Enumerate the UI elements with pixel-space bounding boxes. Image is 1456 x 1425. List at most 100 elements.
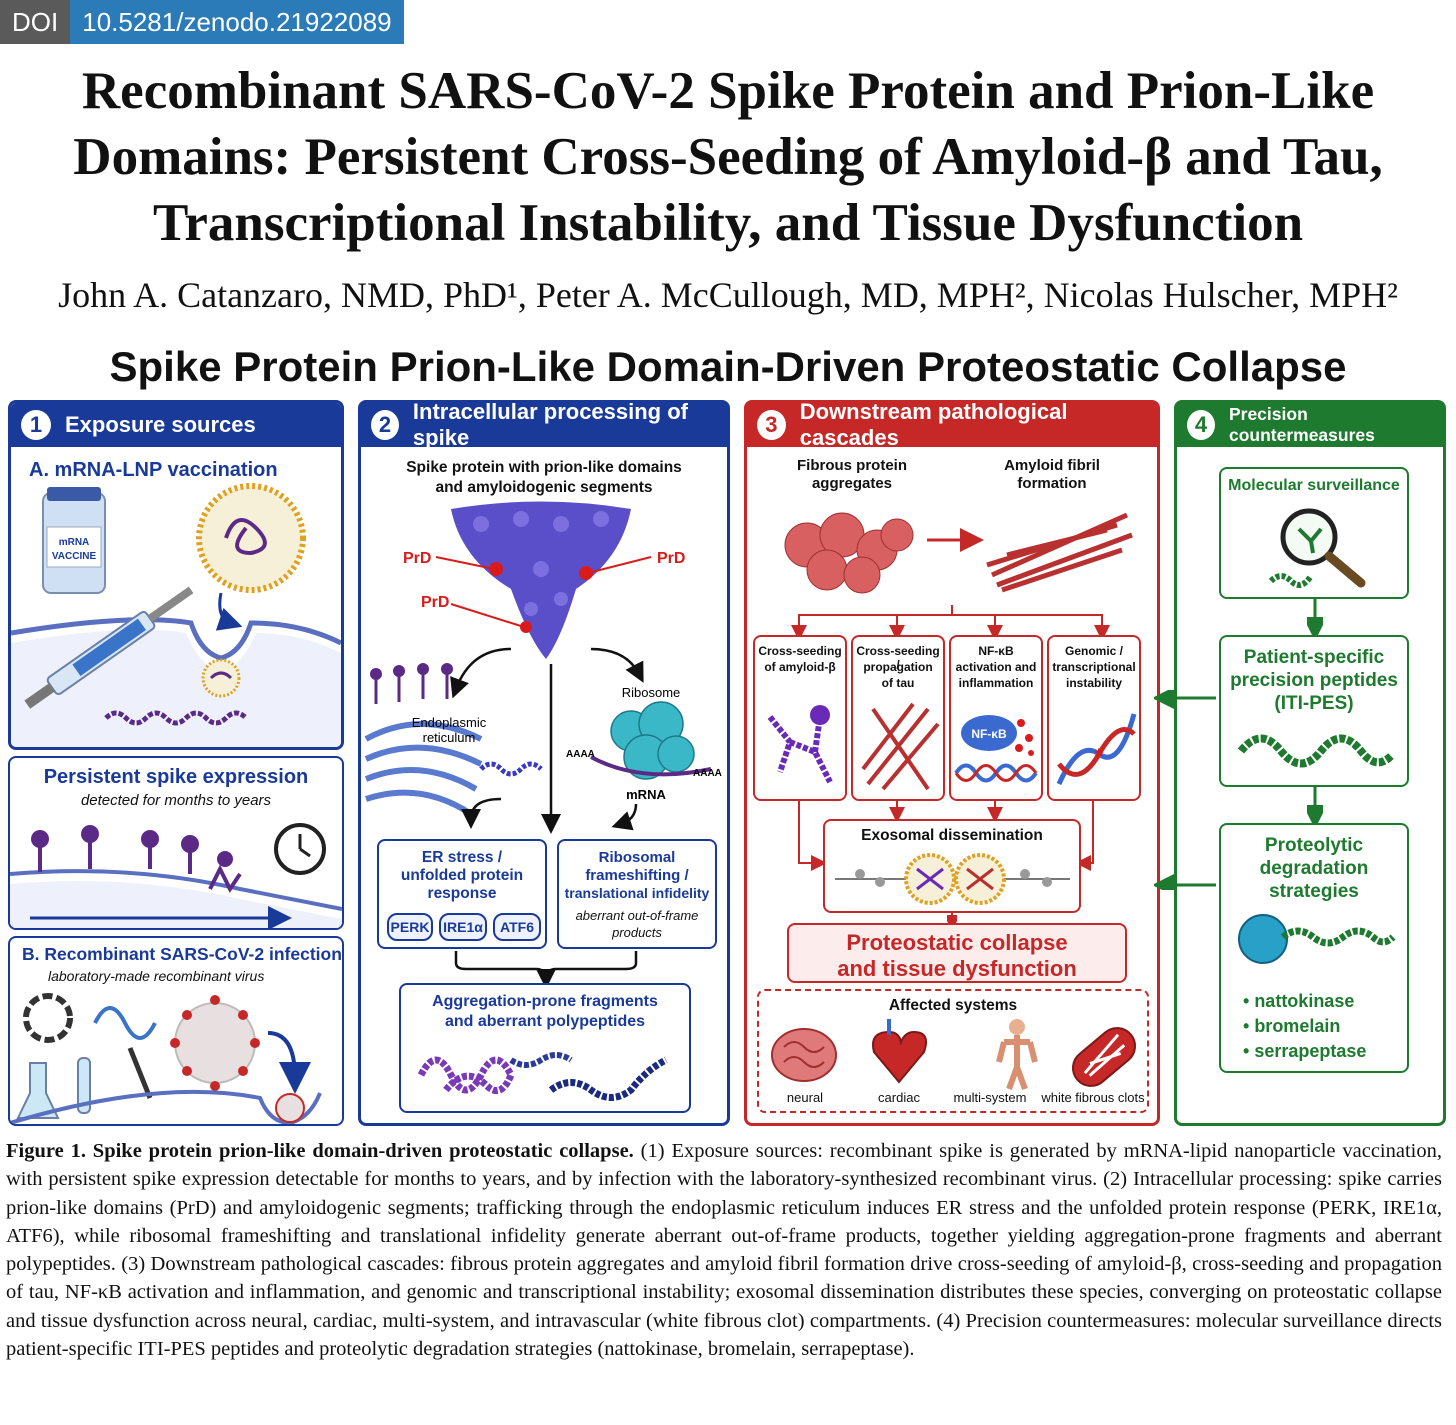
cascade-line: NF-κB — [978, 644, 1014, 658]
figure-caption: Figure 1. Spike protein prion-like domai… — [6, 1137, 1442, 1363]
paper-title-line: Transcriptional Instability, and Tissue … — [152, 194, 1304, 252]
merge-arrows — [454, 951, 638, 985]
amyloid-crossseed-illustration — [767, 705, 833, 784]
box-cross-seeding-tau: Cross-seeding / propagation of tau — [851, 635, 945, 801]
arrow-down — [947, 913, 957, 925]
cascade-line: instability — [1065, 676, 1122, 690]
panel-number: 3 — [757, 410, 786, 440]
cascade-line: of tau — [881, 676, 915, 690]
proteolytic-line: degradation — [1259, 858, 1369, 879]
nfkb-illustration: NF-κB — [954, 715, 1038, 783]
converge-arrows — [798, 801, 1094, 871]
cascade-line: of amyloid-β — [764, 660, 836, 674]
pill-perk: PERK — [387, 913, 433, 941]
recombinant-virus-illustration — [10, 993, 322, 1124]
cascade-line: Cross-seeding — [758, 644, 842, 658]
box-nfkb-inflammation: NF-κB activation and inflammation NF-κB — [949, 635, 1043, 801]
proteolytic-line: strategies — [1269, 881, 1359, 902]
system-label: cardiac — [878, 1090, 920, 1105]
panel-exposure-sources: 1 Exposure sources A. mRNA-LNP vaccinati… — [8, 400, 344, 1126]
system-label: white fibrous clots — [1041, 1090, 1145, 1105]
magnifier-icon — [1268, 508, 1366, 588]
panel-number: 1 — [21, 410, 51, 440]
mrna-label: mRNA — [626, 787, 666, 802]
vial-label: VACCINE — [52, 551, 97, 562]
box-exosomal-dissemination: Exosomal dissemination — [823, 819, 1081, 913]
box-er-stress: ER stress / unfolded protein response PE… — [377, 839, 547, 949]
box-precision-peptides: Patient-specific precision peptides (ITI… — [1219, 635, 1409, 787]
er-stress-line: ER stress / — [421, 849, 503, 866]
box-mrna-lnp: 1 Exposure sources A. mRNA-LNP vaccinati… — [8, 400, 344, 750]
prd-label: PrD — [421, 594, 449, 611]
panel-intracellular-processing: 2 Intracellular processing of spike Spik… — [358, 399, 730, 1126]
box-cross-seeding-amyloid: Cross-seeding of amyloid-β — [753, 635, 847, 801]
paper-title-line: Domains: Persistent Cross-Seeding of Amy… — [73, 128, 1383, 186]
er-stress-line: unfolded protein — [400, 867, 524, 884]
box-proteolytic-degradation: Proteolytic degradation strategies • nat… — [1219, 823, 1409, 1073]
svg-text:*: * — [1095, 744, 1104, 769]
arrow-down — [1307, 787, 1323, 825]
nfkb-label: NF-κB — [971, 727, 1007, 741]
dna-illustration: * — [1056, 713, 1137, 786]
panel-header-text: Precision countermeasures — [1228, 404, 1375, 445]
aggregation-illustration — [417, 1052, 668, 1101]
box-molecular-surveillance: Molecular surveillance — [1219, 467, 1409, 599]
protease-illustration — [1238, 914, 1396, 964]
fibrous-label: aggregates — [811, 475, 893, 492]
panel-1-header: 1 Exposure sources — [11, 403, 341, 447]
bullet-item: • nattokinase — [1243, 991, 1355, 1011]
caption-text: (1) Exposure sources: recombinant spike … — [6, 1140, 1442, 1361]
aggregates-fibrils-illustration — [784, 512, 1133, 641]
peptide-chain-illustration — [1237, 734, 1394, 768]
er-label: reticulum — [423, 730, 476, 745]
bullet-item: • serrapeptase — [1243, 1041, 1367, 1061]
mrna-vaccination-illustration: mRNA VACCINE — [11, 483, 341, 747]
system-label: multi-system — [953, 1090, 1027, 1105]
panel-precision-countermeasures: 4 Precision countermeasures Molecular su… — [1174, 400, 1446, 1126]
cascade-line: Cross-seeding / — [856, 644, 940, 672]
peptides-line: (ITI-PES) — [1274, 693, 1354, 714]
persistent-title: Persistent spike expression — [43, 766, 309, 788]
box-persistent-spike: Persistent spike expression detected for… — [8, 756, 344, 930]
exosomal-title: Exosomal dissemination — [861, 827, 1043, 844]
doi-value[interactable]: 10.5281/zenodo.21922089 — [70, 0, 404, 44]
collapse-line: and tissue dysfunction — [837, 956, 1077, 981]
polya-tail: AAAA — [566, 749, 595, 760]
section-b-title: B. Recombinant SARS-CoV-2 infection — [22, 944, 342, 964]
amyloid-label: Amyloid fibril — [1004, 457, 1100, 474]
agg-line: and aberrant polypeptides — [444, 1013, 646, 1030]
box-aggregation-fragments: Aggregation-prone fragments and aberrant… — [399, 983, 691, 1113]
persistent-spike-illustration — [10, 823, 342, 928]
panel-number: 4 — [1187, 410, 1215, 440]
spike-label-line: Spike protein with prion-like domains — [406, 459, 682, 476]
persistent-subtitle: detected for months to years — [80, 792, 272, 809]
ribo-line: frameshifting / — [585, 867, 689, 884]
cascade-line: Genomic / — [1064, 644, 1123, 658]
panel-header-text: Intracellular processing of spike — [412, 399, 688, 450]
box-ribosomal-frameshifting: Ribosomal frameshifting / translational … — [557, 839, 717, 949]
ribo-sub: aberrant out-of-frame — [575, 908, 699, 923]
agg-line: Aggregation-prone fragments — [432, 993, 658, 1010]
panel-2-header: 2 Intracellular processing of spike — [361, 399, 727, 450]
panel-header-text: Downstream pathological cascades — [799, 399, 1068, 450]
section-b-subtitle: laboratory-made recombinant virus — [48, 968, 265, 984]
doi-badge[interactable]: DOI 10.5281/zenodo.21922089 — [0, 0, 404, 44]
pill-ire1a: IRE1α — [439, 913, 487, 941]
box-proteostatic-collapse: Proteostatic collapse and tissue dysfunc… — [787, 923, 1127, 983]
proteolytic-line: Proteolytic — [1264, 835, 1364, 856]
tau-illustration — [861, 702, 940, 791]
vial-label: mRNA — [59, 537, 90, 548]
system-label: neural — [786, 1090, 824, 1105]
box-recombinant-infection: B. Recombinant SARS-CoV-2 infection labo… — [8, 936, 344, 1126]
panel-pathological-cascades: 3 Downstream pathological cascades Fibro… — [744, 399, 1160, 1126]
caption-label: Figure 1. Spike protein prion-like domai… — [6, 1140, 634, 1162]
spike-label-line: and amyloidogenic segments — [435, 479, 653, 496]
section-a-title: A. mRNA-LNP vaccination — [29, 459, 278, 481]
fibrous-label: Fibrous protein — [797, 457, 907, 474]
panel-header-text: Exposure sources — [65, 412, 256, 437]
figure-title: Spike Protein Prion-Like Domain-Driven P… — [109, 343, 1347, 390]
spike-processing-illustration: PrD PrD PrD Endoplasmic reticulum Riboso… — [364, 501, 722, 834]
box-genomic-instability: Genomic / transcriptional instability * — [1047, 635, 1141, 801]
polya-tail: AAAA — [693, 768, 722, 779]
bullet-item: • bromelain — [1243, 1016, 1341, 1036]
